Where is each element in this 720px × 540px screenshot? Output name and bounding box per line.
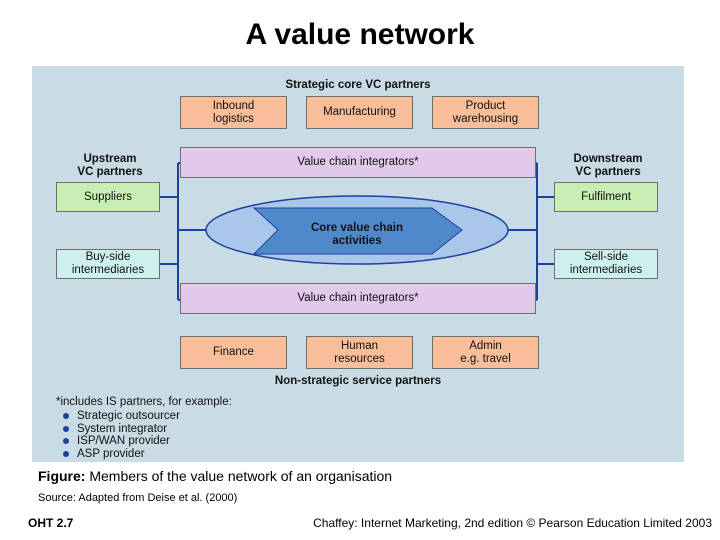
downstream-heading: Downstream VC partners: [573, 153, 643, 178]
upstream-heading: Upstream VC partners: [77, 153, 143, 178]
bottom-box-human-resources: Human resources: [306, 336, 413, 369]
bottom-box-finance: Finance: [180, 336, 287, 369]
bottom-box-admin: Admin e.g. travel: [432, 336, 539, 369]
downstream-box-fulfilment: Fulfilment: [554, 182, 658, 212]
value-chain-integrators-bottom: Value chain integrators*: [180, 283, 536, 314]
upstream-box-buy-side-intermediaries: Buy-side intermediaries: [56, 249, 160, 279]
bottom-heading: Non-strategic service partners: [274, 375, 442, 387]
core-value-chain-label: Core value chain activities: [310, 222, 404, 247]
value-network-diagram: Strategic core VC partners Inbound logis…: [32, 66, 684, 462]
bullet-icon: [63, 450, 69, 457]
caption-text: Members of the value network of an organ…: [85, 468, 393, 484]
bullet-icon: [63, 413, 69, 420]
list-item: Strategic outsourcer: [56, 410, 232, 423]
list-item: ASP provider: [56, 448, 232, 461]
caption-prefix: Figure:: [38, 468, 86, 484]
list-item: System integrator: [56, 423, 232, 436]
figure-source: Source: Adapted from Deise et al. (2000): [38, 492, 238, 504]
core-arrow-shape: [252, 207, 463, 255]
diagram-connectors: [160, 162, 554, 301]
copyright-footer: Chaffey: Internet Marketing, 2nd edition…: [313, 516, 712, 530]
slide-title: A value network: [245, 18, 475, 51]
top-box-manufacturing: Manufacturing: [306, 96, 413, 129]
top-box-product-warehousing: Product warehousing: [432, 96, 539, 129]
bullet-icon: [63, 438, 69, 445]
slide-number: OHT 2.7: [28, 516, 74, 530]
list-item: ISP/WAN provider: [56, 435, 232, 448]
is-partners-notes: *includes IS partners, for example: Stra…: [56, 395, 232, 460]
upstream-box-suppliers: Suppliers: [56, 182, 160, 212]
top-box-inbound-logistics: Inbound logistics: [180, 96, 287, 129]
value-chain-integrators-top: Value chain integrators*: [180, 147, 536, 178]
notes-list: Strategic outsourcer System integrator I…: [56, 410, 232, 460]
figure-caption: Figure: Members of the value network of …: [38, 468, 392, 484]
bullet-icon: [63, 425, 69, 432]
downstream-box-sell-side-intermediaries: Sell-side intermediaries: [554, 249, 658, 279]
notes-intro: *includes IS partners, for example:: [56, 396, 232, 408]
top-heading: Strategic core VC partners: [285, 79, 431, 91]
